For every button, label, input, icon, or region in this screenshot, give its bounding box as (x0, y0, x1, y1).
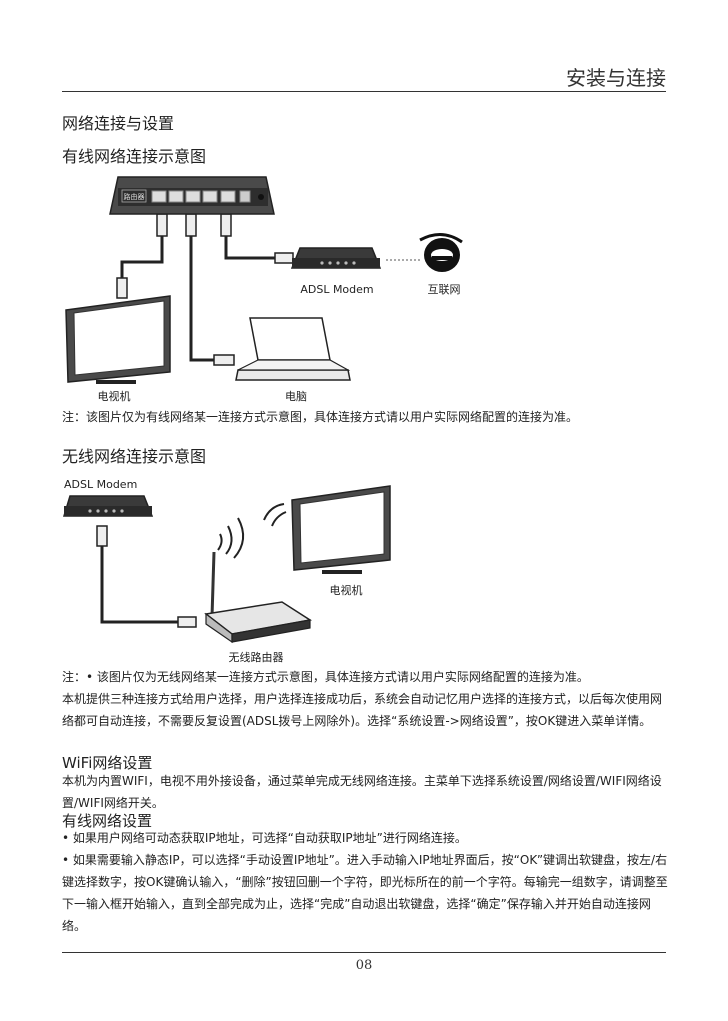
wired-network-diagram: 路由器 ADSL Modem 互联网 (65, 176, 463, 403)
pc-label: 电脑 (285, 390, 307, 403)
wifi-signal-icon (217, 503, 287, 559)
footer-divider (62, 952, 666, 953)
wired-diagram-title: 有线网络连接示意图 (62, 147, 207, 166)
adsl-modem-icon (290, 247, 382, 269)
internet-explorer-icon (419, 233, 463, 272)
modem-label: ADSL Modem (300, 283, 373, 296)
tv-label: 电视机 (98, 389, 131, 403)
connection-description: 本机提供三种连接方式给用户选择，用户选择连接成功后，系统会自动记忆用户选择的连接… (62, 692, 663, 728)
header-divider (62, 91, 666, 92)
page-header-title: 安装与连接 (566, 66, 666, 90)
tv-icon (65, 295, 171, 384)
section-title: 网络连接与设置 (62, 114, 175, 133)
wired-setup-title: 有线网络设置 (62, 812, 153, 830)
page-number: 08 (355, 958, 373, 973)
wireless-diagram-title: 无线网络连接示意图 (62, 447, 207, 466)
wireless-tv-label: 电视机 (330, 583, 363, 597)
wired-setup-bullet-static: • 如果需要输入静态IP，可以选择“手动设置IP地址”。进入手动输入IP地址界面… (62, 853, 668, 933)
wireless-router-icon (204, 551, 313, 644)
wired-setup-bullet-dhcp: • 如果用户网络可动态获取IP地址，可选择“自动获取IP地址”进行网络连接。 (62, 831, 467, 845)
wireless-adsl-modem-icon (62, 495, 154, 517)
internet-label: 互联网 (428, 283, 461, 296)
wireless-network-diagram: ADSL Modem (62, 478, 391, 664)
wireless-modem-label: ADSL Modem (64, 478, 137, 491)
wired-note: 注：该图片仅为有线网络某一连接方式示意图，具体连接方式请以用户实际网络配置的连接… (62, 410, 579, 424)
wireless-router-label: 无线路由器 (229, 650, 284, 664)
wireless-tv-icon (291, 485, 391, 574)
router-label: 路由器 (124, 192, 145, 201)
wifi-setup-title: WiFi网络设置 (62, 754, 153, 772)
wifi-setup-body: 本机为内置WIFI，电视不用外接设备，通过菜单完成无线网络连接。主菜单下选择系统… (62, 774, 662, 810)
laptop-icon (235, 317, 351, 381)
router-icon: 路由器 (109, 176, 275, 215)
wireless-note: 注：• 该图片仅为无线网络某一连接方式示意图，具体连接方式请以用户实际网络配置的… (62, 670, 589, 684)
